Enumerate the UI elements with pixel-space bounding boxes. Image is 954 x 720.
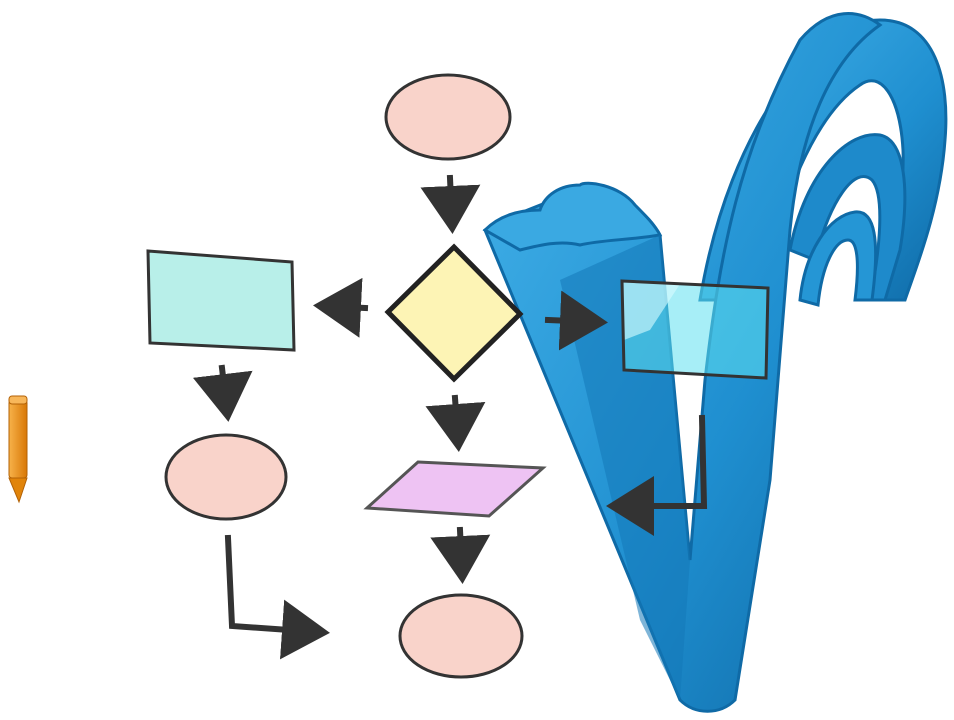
left-terminal-oval: [164, 433, 288, 521]
logo-arc-inner: [798, 210, 878, 307]
flow-nodes: [146, 73, 770, 679]
left-process-box: [146, 249, 296, 352]
arrow-left-oval-to-end: [224, 534, 330, 660]
flow-arrows: [192, 174, 708, 660]
decision-diamond: [384, 243, 524, 383]
arrow-decision-to-parallelogram: [425, 394, 486, 452]
start-oval: [384, 73, 512, 161]
logo-arc-mid: [788, 133, 907, 302]
arrow-parallelogram-to-end: [430, 526, 491, 584]
data-parallelogram: [363, 460, 547, 518]
arrow-left-box-to-oval: [192, 364, 253, 422]
arrow-right-box-to-parallelogram: [606, 414, 708, 536]
end-oval: [398, 593, 524, 679]
logo-v-top-wave: [482, 181, 663, 252]
arrow-decision-to-left-box: [313, 277, 369, 338]
right-process-box: [620, 279, 770, 380]
arrow-start-to-decision: [420, 174, 481, 234]
arrow-decision-to-right-box: [544, 290, 608, 351]
orange-crayon-icon: [8, 395, 28, 504]
